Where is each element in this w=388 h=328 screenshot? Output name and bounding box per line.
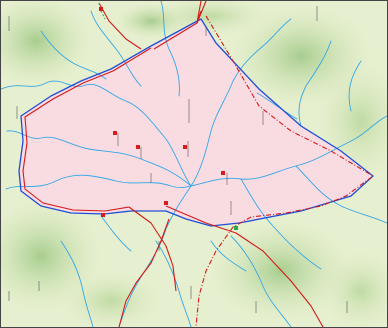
poi-marker[interactable] — [221, 171, 225, 175]
dashed-boundary — [195, 15, 374, 327]
poi-marker[interactable] — [101, 213, 105, 217]
poi-markers[interactable] — [99, 7, 238, 230]
poi-marker[interactable] — [136, 145, 140, 149]
poi-marker[interactable] — [183, 145, 187, 149]
poi-marker[interactable] — [113, 131, 117, 135]
poi-marker[interactable] — [164, 201, 168, 205]
poi-marker[interactable] — [99, 7, 103, 11]
map-label-marks — [8, 6, 348, 313]
red-lines — [22, 1, 324, 327]
region-boundary-blue[interactable] — [18, 18, 374, 227]
poi-marker[interactable] — [234, 226, 238, 230]
